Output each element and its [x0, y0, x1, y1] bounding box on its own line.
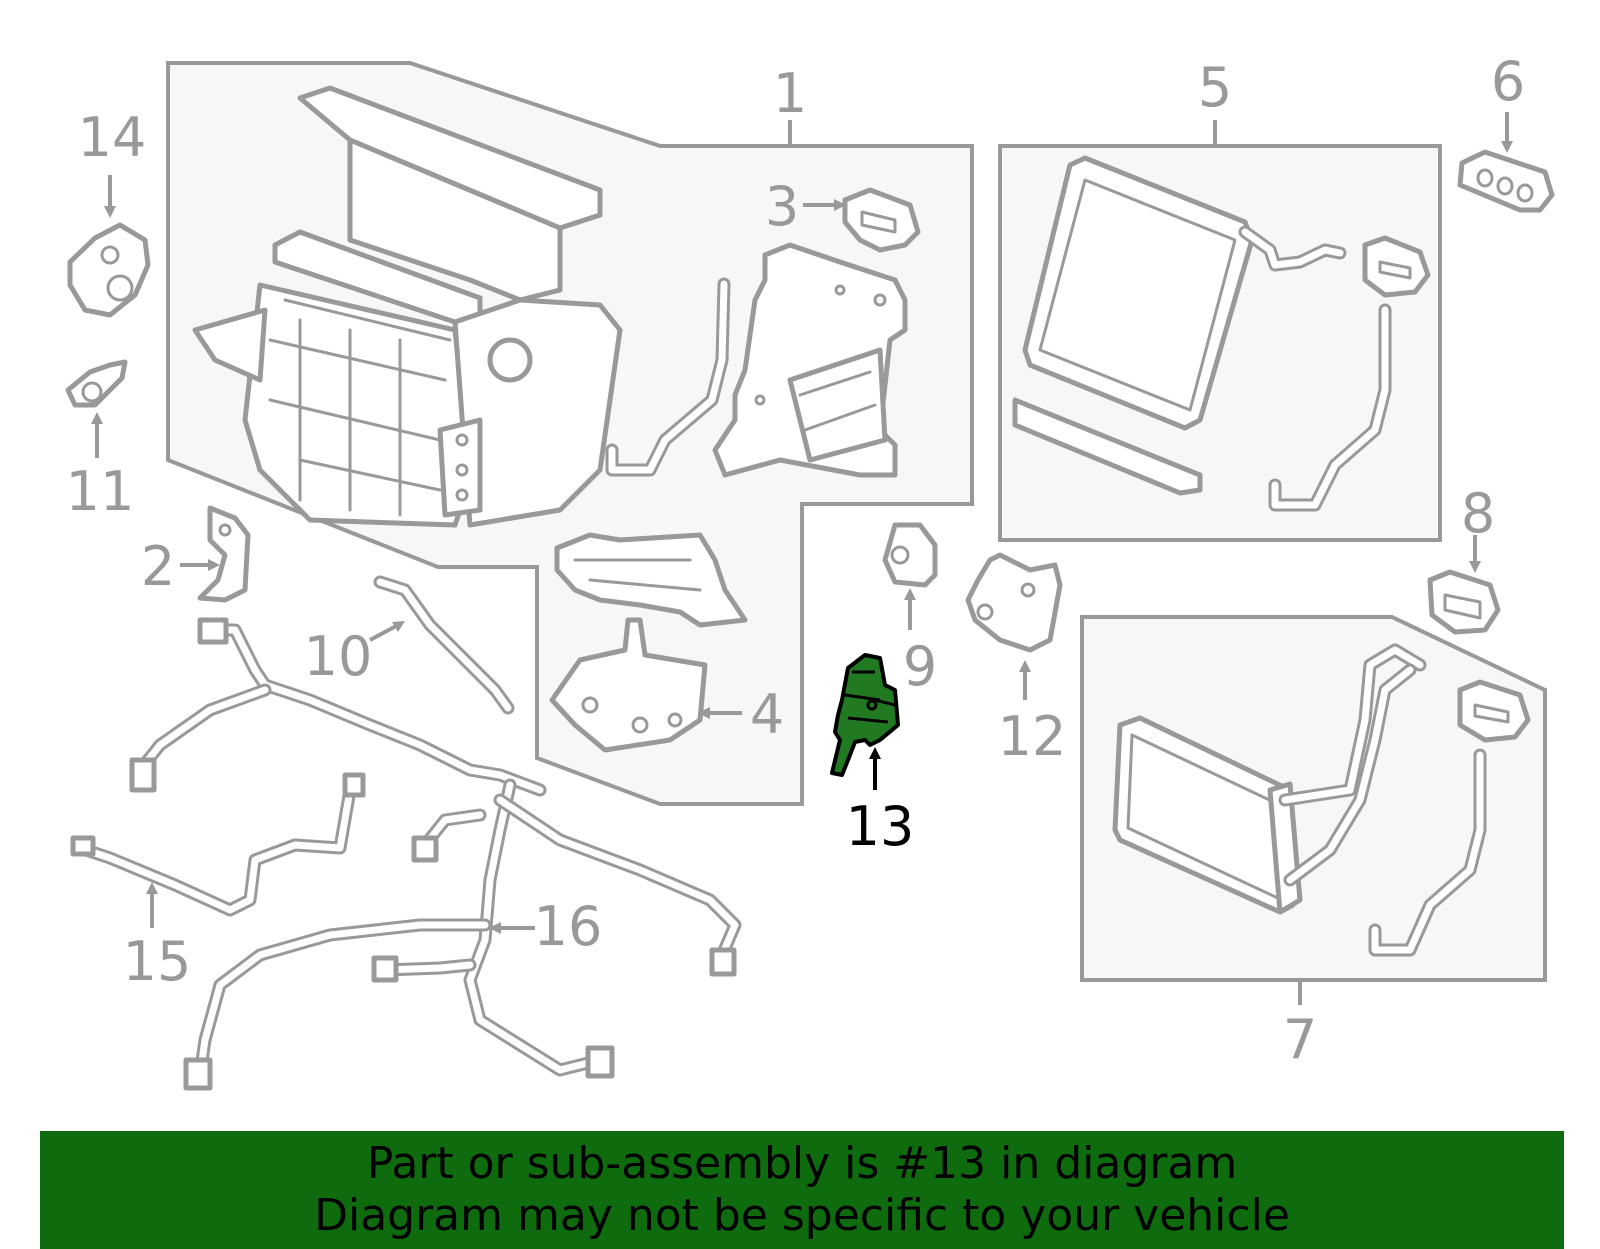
banner-line-2: Diagram may not be specific to your vehi…	[314, 1190, 1290, 1241]
part-9-actuator	[882, 522, 938, 588]
callout-10: 10	[304, 625, 373, 688]
callout-8: 8	[1461, 482, 1495, 545]
callout-7: 7	[1283, 1008, 1317, 1071]
part-12-bracket	[965, 552, 1063, 653]
callout-12: 12	[998, 705, 1067, 768]
callout-3: 3	[765, 175, 799, 238]
callout-1: 1	[773, 62, 807, 125]
info-banner: Part or sub-assembly is #13 in diagram D…	[40, 1131, 1564, 1249]
box7-tube	[1368, 748, 1487, 957]
evaporator-core	[1012, 155, 1347, 496]
part-8-grommet	[1427, 569, 1501, 635]
part-2-bracket	[197, 505, 251, 603]
callout-4: 4	[750, 683, 784, 746]
part-10-tube	[373, 575, 515, 715]
heater-housing	[192, 85, 623, 528]
callout-16: 16	[534, 895, 603, 958]
box1-tube	[605, 277, 731, 477]
callout-9: 9	[903, 635, 937, 698]
banner-line-1: Part or sub-assembly is #13 in diagram	[366, 1138, 1238, 1189]
callout-11: 11	[66, 460, 135, 523]
callout-2: 2	[141, 535, 175, 598]
part-16-harness	[129, 617, 742, 1091]
callout-15: 15	[123, 930, 192, 993]
part-13-highlighted	[830, 653, 900, 777]
part-6-seal	[1457, 149, 1555, 213]
box7-seal	[1457, 679, 1531, 743]
callout-14: 14	[78, 106, 147, 169]
callout-13: 13	[846, 795, 915, 858]
box5-tube	[1268, 303, 1392, 512]
heater-core	[1112, 643, 1427, 915]
part-11-sensor	[65, 359, 128, 408]
part-3-seal	[842, 187, 921, 253]
callout-5: 5	[1198, 56, 1232, 119]
part-4-bracket	[549, 532, 748, 753]
callout-6: 6	[1491, 50, 1525, 113]
box5-seal	[1362, 235, 1431, 298]
blower-case	[712, 242, 908, 478]
part-15-harness	[70, 772, 366, 917]
part-14-motor	[67, 222, 151, 318]
